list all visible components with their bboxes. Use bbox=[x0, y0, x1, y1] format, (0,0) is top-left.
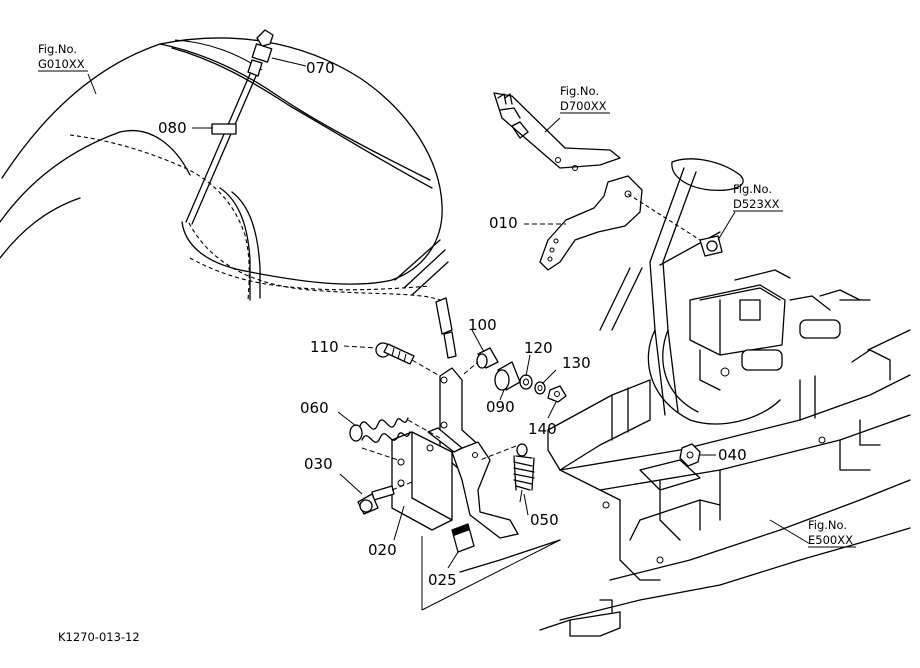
drawing-code: K1270-013-12 bbox=[58, 630, 140, 644]
callout-070: 070 bbox=[306, 59, 335, 77]
callout-025: 025 bbox=[428, 571, 457, 589]
spring-060 bbox=[349, 417, 441, 461]
main-frame-e500 bbox=[459, 299, 911, 637]
hood-outline bbox=[0, 37, 449, 301]
callout-120: 120 bbox=[524, 339, 553, 357]
fig-ref-g010-code: G010XX bbox=[38, 57, 85, 71]
fig-ref-e500-label: Fig.No. bbox=[808, 518, 847, 532]
nut-040 bbox=[679, 443, 701, 467]
fig-ref-e500-code: E500XX bbox=[808, 533, 853, 547]
callout-labels: 070 080 010 100 110 120 130 090 140 060 … bbox=[158, 59, 747, 589]
spring-050 bbox=[479, 443, 535, 503]
callout-080: 080 bbox=[158, 119, 187, 137]
fig-ref-d700-label: Fig.No. bbox=[560, 84, 599, 98]
callout-040: 040 bbox=[718, 446, 747, 464]
callout-050: 050 bbox=[530, 511, 559, 529]
callout-020: 020 bbox=[368, 541, 397, 559]
bolt-110 bbox=[375, 342, 441, 377]
callout-110: 110 bbox=[310, 338, 339, 356]
leader-lines bbox=[87, 57, 811, 611]
pedal-bracket-d700 bbox=[493, 92, 621, 171]
fig-ref-d700-code: D700XX bbox=[560, 99, 607, 113]
steering-assembly bbox=[599, 158, 861, 425]
figure-references: Fig.No. G010XX Fig.No. D700XX Fig.No. D5… bbox=[38, 42, 856, 548]
callout-100: 100 bbox=[468, 316, 497, 334]
fig-ref-g010-label: Fig.No. bbox=[38, 42, 77, 56]
callout-090: 090 bbox=[486, 398, 515, 416]
throttle-cable bbox=[185, 29, 457, 359]
bracket-020-assembly bbox=[391, 367, 519, 553]
fig-ref-d523-label: Fig.No. bbox=[733, 182, 772, 196]
callout-030: 030 bbox=[304, 455, 333, 473]
callout-130: 130 bbox=[562, 354, 591, 372]
fig-ref-d523-code: D523XX bbox=[733, 197, 780, 211]
bolt-030 bbox=[357, 481, 413, 515]
callout-060: 060 bbox=[300, 399, 329, 417]
callout-010: 010 bbox=[489, 214, 518, 232]
callout-140: 140 bbox=[528, 420, 557, 438]
lever-010 bbox=[539, 175, 701, 271]
